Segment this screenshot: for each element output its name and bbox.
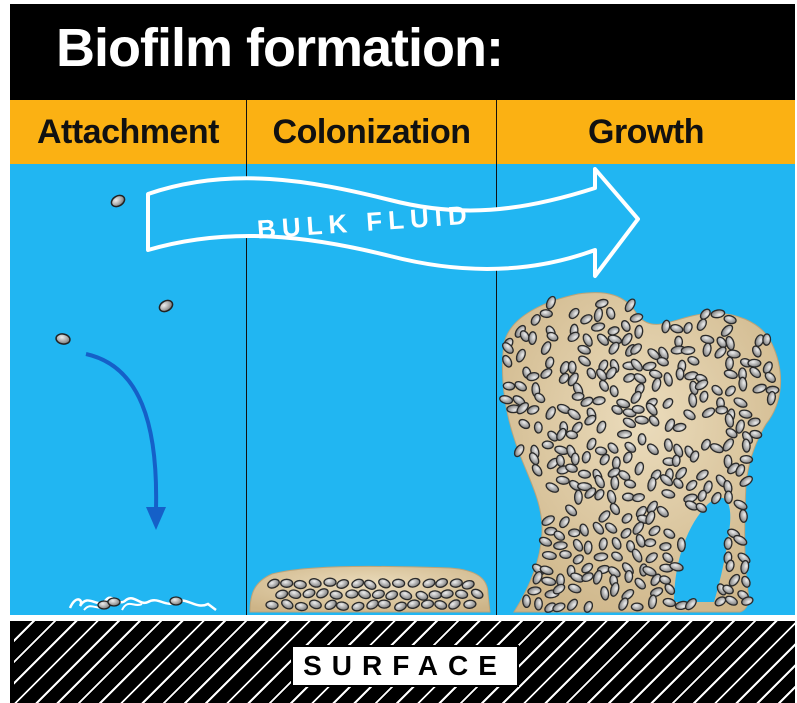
bacterium-cell xyxy=(742,439,751,453)
bacterium-cell xyxy=(677,538,685,552)
bacterium-cell xyxy=(584,541,592,554)
bacterium-cell xyxy=(574,490,582,504)
bacterium-cell xyxy=(672,455,681,467)
bacterium-cell xyxy=(324,578,336,586)
bacterium-cell xyxy=(625,570,633,582)
bacterium-cell xyxy=(170,597,182,605)
bulk-fluid-arrow: BULK FLUID xyxy=(148,169,638,276)
bacterium-cell xyxy=(623,493,634,501)
bacterium-cell xyxy=(681,346,695,354)
bacterium-cell xyxy=(572,392,584,400)
bacterium-cell xyxy=(725,491,733,503)
bacterium-cell xyxy=(522,595,530,608)
bacterium-cell xyxy=(571,453,579,465)
bacterium-cell xyxy=(503,382,515,391)
bacterium-cell xyxy=(429,591,441,600)
bacterium-cell xyxy=(644,538,656,547)
bacterium-cell xyxy=(109,193,126,209)
bacterium-cell xyxy=(725,357,733,370)
bacterium-cell xyxy=(568,361,576,373)
bacterium-cell xyxy=(676,368,684,380)
bacterium-cell xyxy=(266,601,279,610)
bacterium-cell xyxy=(528,331,537,344)
bacterium-cell xyxy=(748,359,761,367)
bacterium-cell xyxy=(392,579,404,588)
bacterium-cell xyxy=(535,598,543,610)
bacterium-cell xyxy=(295,602,308,611)
surface-label: SURFACE xyxy=(291,645,519,687)
bacterium-cell xyxy=(611,476,619,490)
bacterium-cell xyxy=(553,541,567,550)
bacterium-cell xyxy=(294,580,307,589)
bacterium-cell xyxy=(534,422,542,434)
colonization-mound xyxy=(250,566,490,612)
biofilm-scene: BULK FLUID xyxy=(10,4,795,703)
bacterium-cell xyxy=(638,434,646,445)
growth-biofilm xyxy=(499,293,781,615)
bacterium-cell xyxy=(763,334,771,346)
bacterium-cell xyxy=(346,590,359,599)
bacterium-cell xyxy=(724,537,732,549)
bacterium-cell xyxy=(108,598,120,606)
bacterium-cell xyxy=(378,600,390,608)
bacterium-cell xyxy=(559,550,571,559)
bacterium-cell xyxy=(55,333,71,345)
bacterium-cell xyxy=(542,441,554,450)
attached-cells xyxy=(70,597,216,610)
bacterium-cell xyxy=(716,406,728,414)
attachment-arrow xyxy=(86,354,166,530)
bacterium-cell xyxy=(540,309,553,317)
bacterium-cell xyxy=(157,298,174,314)
bacterium-cell xyxy=(740,455,753,463)
bacterium-cell xyxy=(739,377,748,391)
diagram-frame: Biofilm formation: Attachment Colonizati… xyxy=(10,4,795,703)
bacterium-cell xyxy=(281,579,293,587)
bacterium-cell xyxy=(631,603,643,611)
bacterium-cell xyxy=(568,529,579,537)
bacterium-cell xyxy=(632,405,644,413)
bacterium-cell xyxy=(617,430,631,438)
